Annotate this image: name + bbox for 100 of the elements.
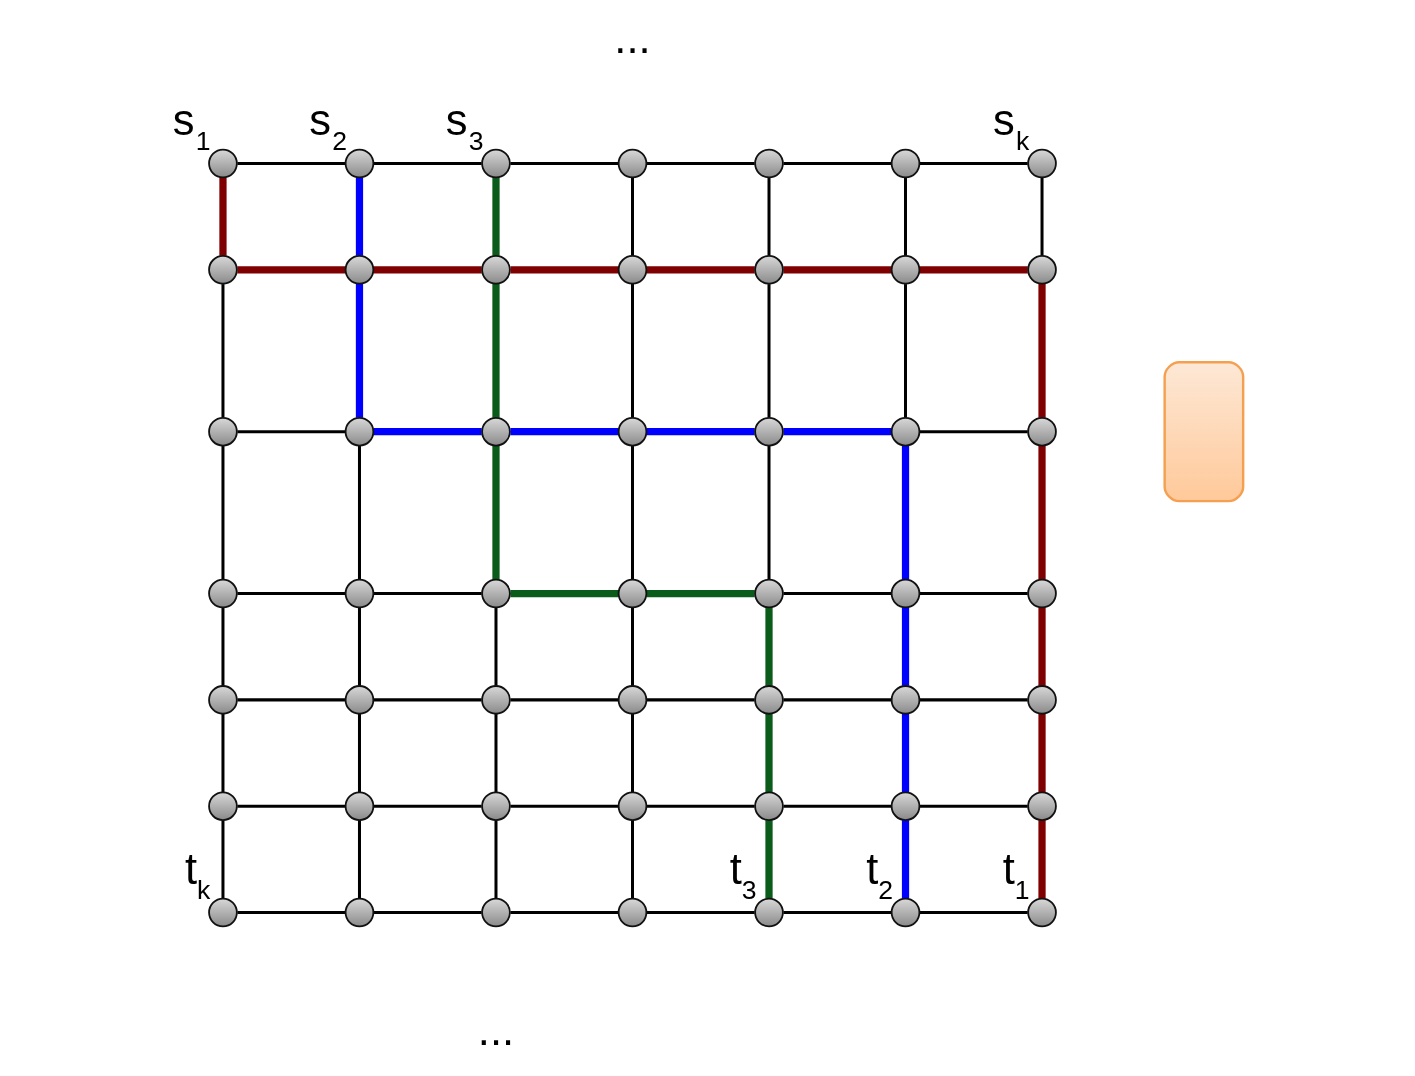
connector [782, 698, 891, 702]
node-circle [207, 685, 238, 715]
connector [220, 820, 224, 899]
connector [630, 445, 634, 580]
connector [373, 428, 482, 436]
node-circle [207, 416, 238, 447]
connector [630, 284, 634, 418]
connector [919, 804, 1028, 808]
connector [494, 713, 497, 793]
label: ... [477, 1005, 514, 1054]
connector [491, 177, 500, 256]
connector [764, 607, 773, 686]
connector [357, 820, 361, 899]
node-circle [1026, 148, 1057, 179]
node-circle [753, 255, 784, 285]
node-circle [753, 685, 784, 715]
connector [764, 820, 773, 899]
connector [236, 266, 345, 274]
connector [355, 177, 363, 256]
node-circle [480, 148, 511, 179]
connector [494, 607, 497, 686]
node-circle [617, 897, 647, 928]
node-circle [617, 255, 647, 285]
connector [509, 911, 618, 914]
node-circle [344, 578, 374, 609]
node-label: s$_{3}$ [445, 95, 484, 156]
label: ... [613, 13, 651, 62]
node-circle [207, 791, 238, 821]
connector [1037, 713, 1046, 793]
connector [646, 428, 755, 436]
connector [220, 607, 224, 686]
node-circle [753, 791, 784, 821]
connector [630, 177, 634, 256]
node-circle [890, 791, 920, 821]
node-circle [480, 791, 511, 821]
node-circle [1026, 416, 1057, 447]
connector [509, 804, 618, 808]
connector [494, 820, 497, 899]
node-circle [344, 791, 374, 821]
node-circle [480, 578, 511, 609]
node-circle [890, 255, 920, 285]
connector [919, 162, 1028, 165]
node-label: t$_{2}$ [865, 844, 893, 905]
node-circle [1026, 897, 1057, 928]
connector [782, 592, 891, 596]
node-label: s$_{k}$ [992, 95, 1029, 156]
connector [919, 430, 1028, 434]
node-circle [480, 416, 511, 447]
connector [630, 820, 634, 899]
node-circle [890, 685, 920, 715]
connector [373, 162, 482, 165]
connector [509, 266, 618, 274]
connector [1040, 177, 1044, 256]
connector [491, 284, 500, 418]
node-circle [344, 685, 374, 715]
node-circle [617, 578, 647, 609]
node-circle [617, 416, 647, 447]
connector [630, 607, 634, 686]
node-circle [753, 148, 784, 179]
node-circle [890, 148, 920, 179]
node-circle [207, 578, 238, 609]
connector [901, 445, 909, 580]
connector [767, 284, 770, 418]
node-circle [890, 897, 920, 928]
node-circle [207, 897, 238, 928]
connector [646, 589, 755, 598]
connector [373, 911, 482, 914]
connector [373, 698, 482, 702]
connector [236, 430, 345, 434]
connector [646, 698, 755, 702]
connector [901, 713, 909, 793]
node-circle [753, 897, 784, 928]
connector [236, 592, 345, 596]
node-label: s$_{2}$ [308, 95, 347, 156]
connector [509, 428, 618, 436]
connector [357, 713, 361, 793]
node-circle [344, 897, 374, 928]
connector [630, 713, 634, 793]
connector [919, 592, 1028, 596]
connector [646, 804, 755, 808]
connector [646, 911, 755, 914]
connector [218, 177, 227, 256]
connector [373, 804, 482, 808]
connector [509, 162, 618, 165]
node-circle [1026, 255, 1057, 285]
node-circle [344, 255, 374, 285]
connector [1037, 607, 1046, 686]
node-circle [480, 897, 511, 928]
connector [509, 589, 618, 598]
connector [373, 592, 482, 596]
connector [782, 428, 891, 436]
connector [782, 266, 891, 274]
connector [1037, 445, 1046, 580]
connector [903, 177, 907, 256]
connector [919, 266, 1028, 274]
connector [491, 445, 500, 580]
node-circle [617, 148, 647, 179]
node-circle [344, 416, 374, 447]
node-circle [753, 416, 784, 447]
connector [220, 713, 224, 793]
